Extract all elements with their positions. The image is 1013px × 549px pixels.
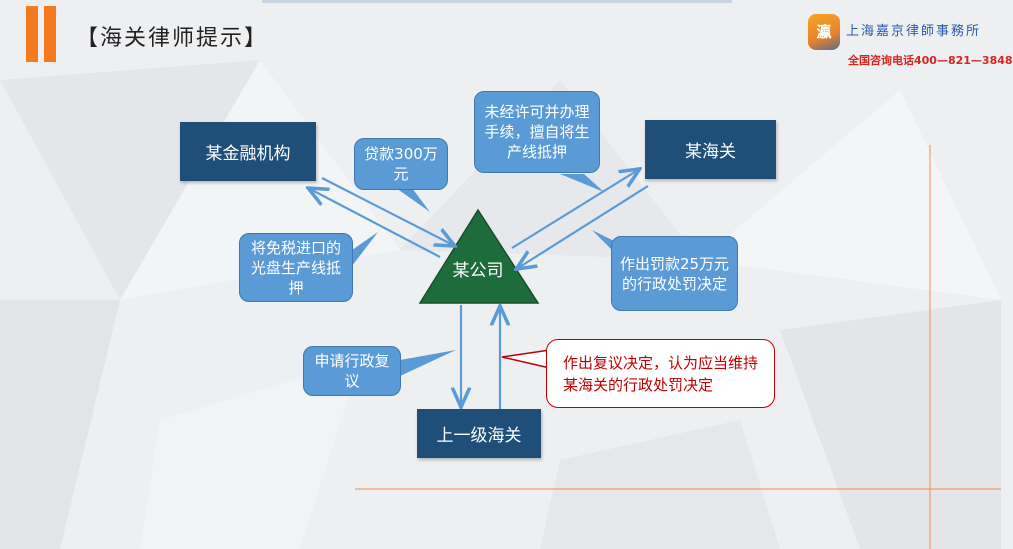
accent-bar-1: [26, 6, 38, 62]
review-decision-callout: 作出复议决定，认为应当维持某海关的行政处罚决定: [546, 339, 775, 408]
hotline: 全国咨询电话400—821—3848: [848, 54, 1013, 67]
pledge-callout: 将免税进口的光盘生产线抵押: [239, 233, 353, 302]
company-triangle: [418, 208, 540, 304]
page-title: 【海关律师提示】: [76, 26, 269, 51]
accent-bar-2: [44, 6, 56, 62]
penalty-callout: 作出罚款25万元的行政处罚决定: [611, 236, 738, 311]
arrow-bank-to-company: [321, 177, 453, 245]
top-divider: [262, 0, 732, 3]
pledge-callout-tail: [352, 232, 378, 266]
unauthorized-callout: 未经许可并办理手续，擅自将生产线抵押: [474, 91, 600, 173]
higher-customs-node: 上一级海关: [417, 409, 541, 458]
arrow-company-to-customs: [511, 170, 638, 249]
bank-node: 某金融机构: [180, 122, 316, 181]
arrow-company-to-bank: [310, 189, 441, 258]
customs-node: 某海关: [645, 120, 776, 179]
arrow-customs-to-company: [518, 185, 649, 268]
apply-callout-tail: [400, 350, 456, 376]
firm-name: 上海嘉京律師事務所: [846, 24, 982, 39]
company-label: 某公司: [452, 261, 504, 281]
review-callout-tail: [501, 349, 551, 369]
loan-callout-tail: [396, 188, 430, 212]
apply-review-callout: 申请行政复议: [303, 346, 401, 396]
loan-callout: 贷款300万元: [354, 138, 448, 190]
unauthorized-callout-tail: [560, 174, 604, 192]
firm-logo-icon: 瀛: [808, 14, 840, 50]
